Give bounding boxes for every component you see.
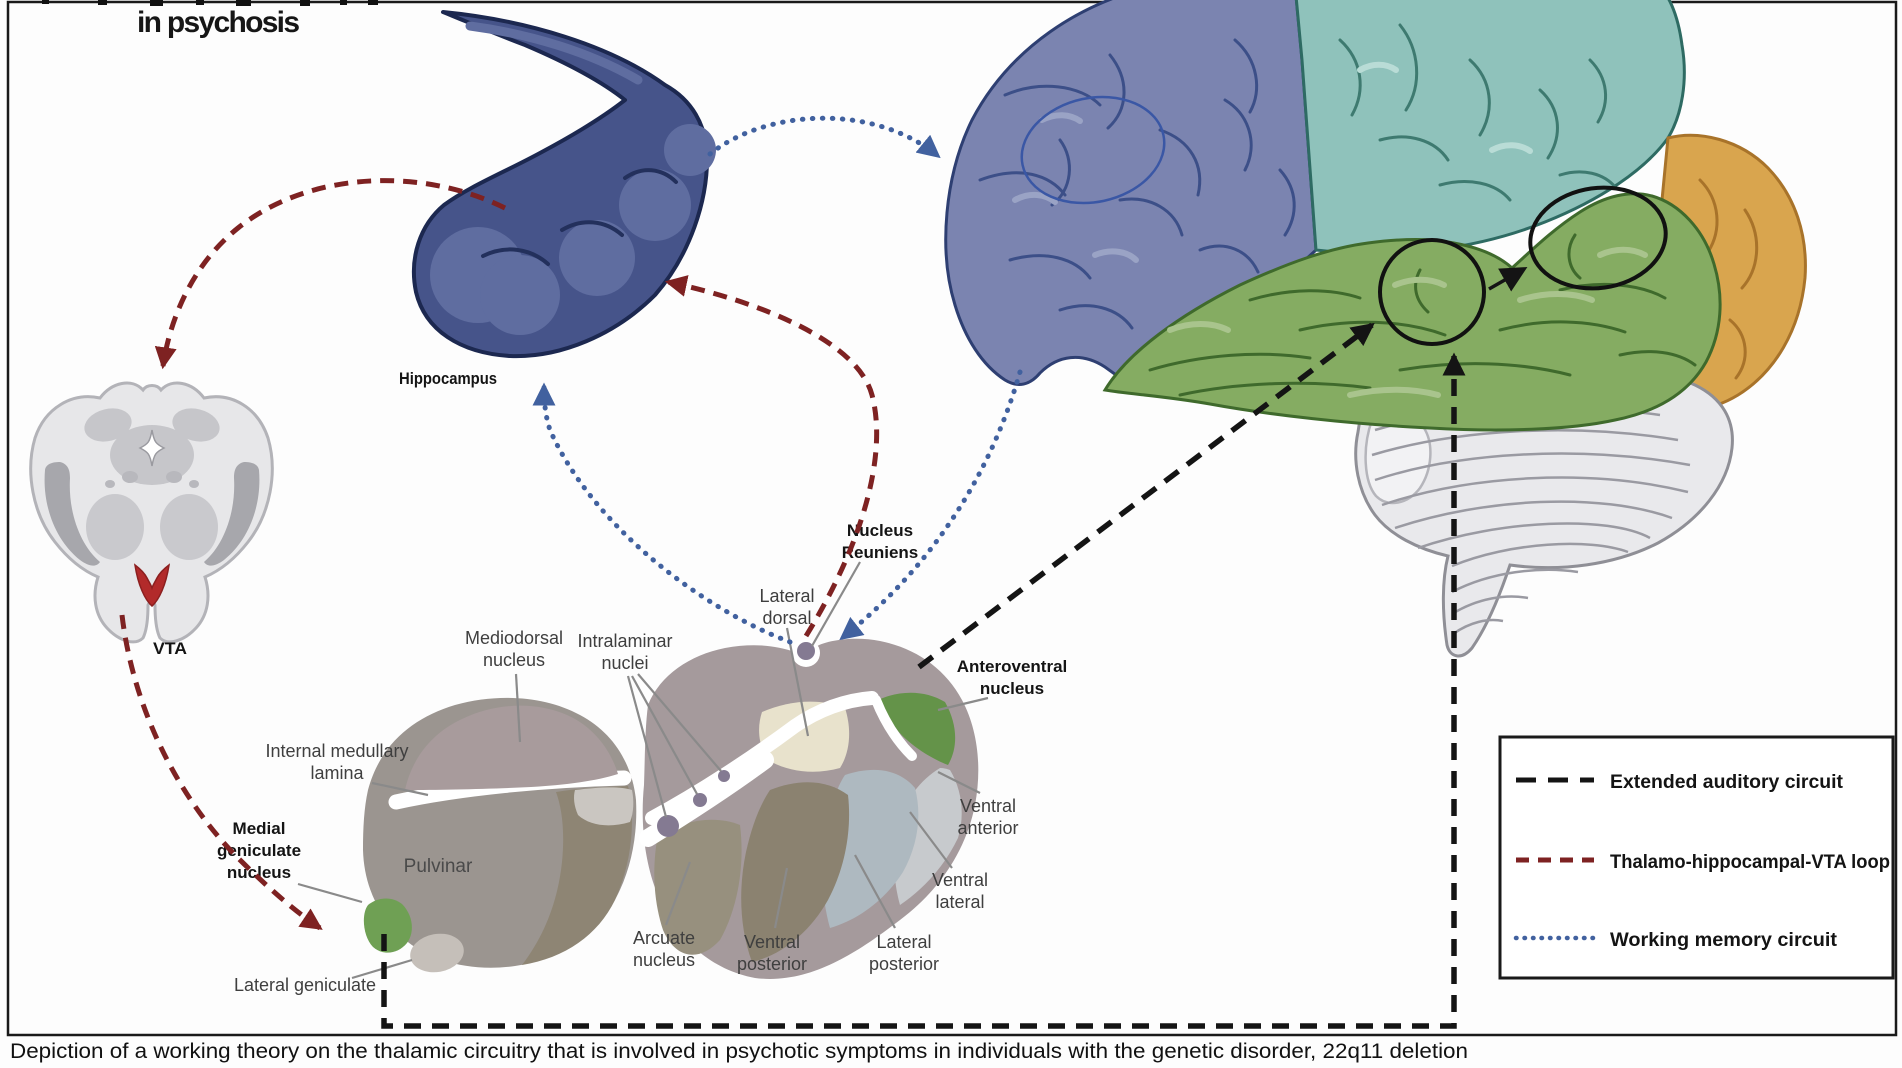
temporal-highlights <box>1167 246 1648 398</box>
legend-label-vta-loop: Thalamo-hippocampal-VTA loop <box>1610 852 1890 873</box>
cropped-title-fragments <box>42 0 378 6</box>
label-intralaminar-1: Intralaminar <box>577 631 672 651</box>
label-ventral-lateral-1: Ventral <box>932 870 988 890</box>
extended-auditory-circuit <box>381 322 1466 1029</box>
hippocampus-inner-ridges <box>430 124 716 335</box>
legend-label-working-memory: Working memory circuit <box>1610 930 1838 951</box>
thalamus-labels: Mediodorsal nucleus Intralaminar nuclei … <box>217 521 1067 995</box>
hippocampus-illustration <box>411 10 716 359</box>
lateral-geniculate-shape <box>410 933 464 973</box>
label-anteroventral-1: Anteroventral <box>957 657 1068 676</box>
lateral-dorsal-region <box>759 701 850 772</box>
label-ventral-anterior-2: anterior <box>957 818 1018 838</box>
temporal-gyri-lines <box>1148 233 1697 397</box>
parietal-gyri-lines <box>1338 23 1618 202</box>
wm-frontal-to-thalamus <box>839 369 1023 641</box>
vta-small-nuclei <box>105 471 199 488</box>
label-ventral-posterior-2: posterior <box>737 954 807 974</box>
vta-illustration <box>29 381 274 644</box>
label-mediodorsal-1: Mediodorsal <box>465 628 563 648</box>
label-intralaminar-2: nuclei <box>601 653 648 673</box>
legend-label-auditory: Extended auditory circuit <box>1610 772 1844 793</box>
frontal-gyri-lines <box>978 38 1296 330</box>
thalamus-right-olive-region <box>654 819 742 955</box>
anteroventral-nucleus-shape <box>878 692 956 765</box>
vta-loop-circuit <box>119 178 880 931</box>
label-hippocampus: Hippocampus <box>399 369 497 388</box>
vta-lower-lobes <box>86 494 218 560</box>
label-lateral-posterior-1: Lateral <box>876 932 931 952</box>
label-internal-medullary-2: lamina <box>310 763 364 783</box>
vta-loop-vta-to-medial-geniculate <box>119 614 323 931</box>
label-ventral-posterior-1: Ventral <box>744 932 800 952</box>
temporal-lobe <box>1102 192 1722 432</box>
auditory-cortex-circle-2 <box>1528 185 1668 291</box>
label-arcuate-2: nucleus <box>633 950 695 970</box>
label-medial-geniculate-3: nucleus <box>227 863 291 882</box>
label-pulvinar: Pulvinar <box>404 856 473 877</box>
wm-thalamus-to-hippocampus <box>532 382 793 645</box>
figure-border <box>6 0 1898 1037</box>
thalamus-left-olive-band <box>522 786 632 965</box>
hippocampus-ridge-lines <box>481 168 678 266</box>
label-lateral-geniculate: Lateral geniculate <box>234 975 376 995</box>
working-memory-circuit <box>532 115 1023 645</box>
auditory-geniculate-to-temporal <box>381 352 1466 1029</box>
brain-illustration <box>944 0 1807 658</box>
auditory-cortex-circle-1 <box>1378 238 1486 346</box>
label-medial-geniculate-1: Medial <box>233 819 286 838</box>
intralaminar-nuclei-dots <box>657 642 815 837</box>
wm-hippocampus-to-frontal <box>707 115 941 159</box>
medial-geniculate-nucleus-shape <box>363 898 412 953</box>
label-mediodorsal-2: nucleus <box>483 650 545 670</box>
vta-red-nucleus <box>133 563 171 607</box>
label-anteroventral-2: nucleus <box>980 679 1044 698</box>
label-ventral-anterior-1: Ventral <box>960 796 1016 816</box>
label-arcuate-1: Arcuate <box>633 928 695 948</box>
legend-box: Extended auditory circuit Thalamo-hippoc… <box>1498 735 1895 980</box>
auditory-thalamus-diagonal <box>917 322 1375 670</box>
vta-loop-reuniens-to-hippocampus <box>664 275 880 638</box>
thalamus-left-section: Pulvinar <box>363 697 637 973</box>
vta-loop-hippocampus-to-vta <box>154 178 507 370</box>
vta-outline <box>29 381 274 644</box>
label-vta: VTA <box>153 639 187 658</box>
figure-caption: Depiction of a working theory on the tha… <box>10 1040 1468 1063</box>
ventral-posterior-region <box>741 782 850 962</box>
label-lateral-dorsal-1: Lateral <box>759 586 814 606</box>
auditory-cortex-arrow <box>1488 267 1528 292</box>
leader-lines <box>297 561 989 980</box>
vta-cerebral-aqueduct-star <box>138 429 166 467</box>
label-internal-medullary-1: Internal medullary <box>265 741 408 761</box>
frontal-highlights <box>1012 112 1139 263</box>
vta-lateral-crescents <box>44 462 260 566</box>
parietal-highlights <box>1357 61 1533 154</box>
mediodorsal-region <box>405 705 618 790</box>
label-nucleus-reuniens-2: Reuniens <box>842 543 919 562</box>
label-lateral-posterior-2: posterior <box>869 954 939 974</box>
label-ventral-lateral-2: lateral <box>935 892 984 912</box>
dlpfc-ellipse <box>1020 95 1166 205</box>
thalamus-left-light-notch <box>574 787 634 826</box>
label-lateral-dorsal-2: dorsal <box>762 608 811 628</box>
label-nucleus-reuniens-1: Nucleus <box>847 521 913 540</box>
label-medial-geniculate-2: geniculate <box>217 841 301 860</box>
hippocampus-tail-highlight <box>465 21 643 85</box>
page-title: in psychosis <box>137 6 300 39</box>
thalamus-right-section <box>639 638 979 979</box>
